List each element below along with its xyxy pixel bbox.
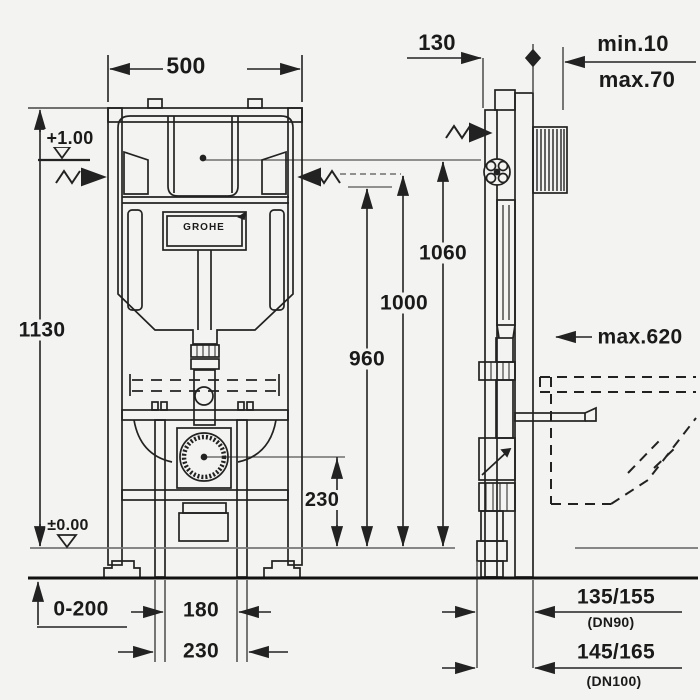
leg-left [154, 419, 166, 578]
dim-label-level-top: +1.00 [44, 128, 96, 148]
leg-extension-lines [154, 580, 248, 662]
dim-label-level-floor: ±0.00 [45, 517, 91, 534]
adjuster-bolt-icon [483, 158, 511, 186]
dim-label-1000: 1000 [378, 291, 430, 315]
drain-ring-outer [179, 432, 229, 482]
valve-icons [55, 122, 493, 187]
dim-label-foot-range: 0-200 [51, 597, 111, 621]
reference-lines [203, 159, 481, 458]
cross-rail-lower [121, 489, 289, 501]
floor-lines [28, 547, 698, 580]
brand-plate-label: GROHE [183, 222, 225, 233]
actuator-box [532, 126, 568, 194]
frame-rail-left [107, 107, 123, 566]
dim-label-960: 960 [347, 347, 387, 371]
dim-label-bowl-max: max.620 [595, 325, 685, 349]
level-plus-icon [38, 146, 90, 162]
dim-label-inner-width: 180 [181, 598, 221, 622]
foot-left [103, 560, 141, 579]
pipe-clamp [194, 386, 214, 406]
foot-right [263, 560, 301, 579]
dim-label-outer-width: 230 [181, 639, 221, 663]
toilet-bowl-outline [539, 376, 697, 505]
leg-right [236, 419, 248, 578]
valve-icon-right [297, 167, 341, 187]
cistern-profile [496, 199, 516, 326]
level-marks [38, 146, 90, 549]
level-zero-icon [56, 534, 78, 549]
flush-pipe-couplings [190, 344, 220, 370]
mounting-rod [514, 406, 597, 422]
dim-label-frame-height: 1130 [16, 318, 68, 342]
wall-panel [514, 92, 534, 578]
frame-top-bar [107, 107, 303, 123]
drain-extension-lines [476, 562, 534, 668]
wall-reference-mark [524, 44, 542, 92]
bracket-zone [132, 379, 278, 392]
drain-housing [176, 427, 232, 489]
brand-plate [162, 211, 247, 251]
valve-icon-left [55, 167, 107, 187]
dim-label-finish-max: max.70 [596, 67, 678, 92]
dim-min10-max70 [562, 47, 696, 110]
dim-label-finish-min: min.10 [595, 31, 671, 56]
dim-label-1060: 1060 [417, 241, 469, 265]
dim-label-drain-height: 230 [302, 489, 342, 511]
front-view [103, 98, 303, 579]
dim-label-offset-dn90: 135/155 [574, 585, 658, 609]
dim-label-offset-dn100: 145/165 [574, 640, 658, 664]
inspection-shaft [167, 116, 239, 197]
cistern-tank [117, 115, 294, 345]
dim-130 [407, 51, 484, 108]
valve-icon-side [445, 122, 493, 143]
side-view [476, 89, 597, 578]
dim-label-dn90: (DN90) [585, 614, 637, 630]
drain-ring-knurl [181, 434, 227, 480]
drain-socket [178, 512, 229, 542]
dim-0-200 [31, 581, 127, 628]
side-piping [476, 337, 516, 578]
dim-label-frame-depth: 130 [416, 30, 458, 55]
cross-rail-upper [121, 409, 289, 421]
dim-label-dn100: (DN100) [584, 673, 644, 689]
dim-500 [107, 55, 303, 102]
dim-label-frame-width: 500 [164, 52, 208, 79]
